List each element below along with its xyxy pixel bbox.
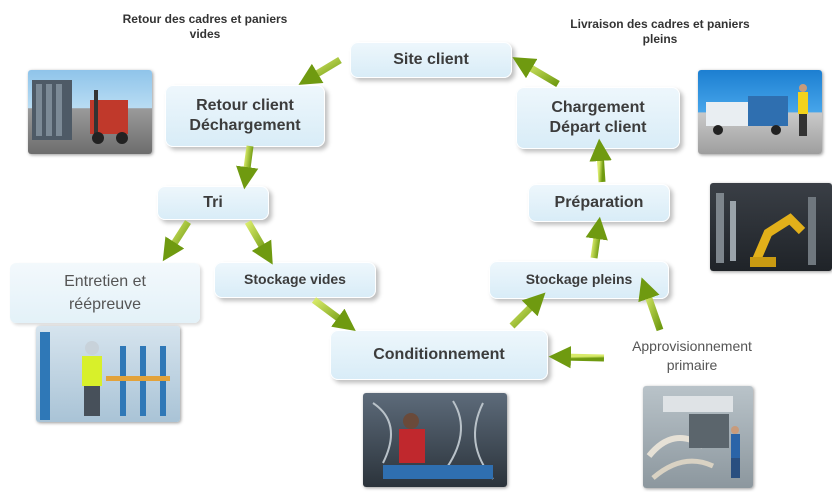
step-chargement: Chargement Départ client bbox=[516, 87, 680, 149]
step-tri-label: Tri bbox=[203, 194, 223, 211]
photo-delivery-trucks bbox=[698, 70, 822, 154]
step-chargement-label: Chargement Départ client bbox=[549, 99, 647, 136]
arrow-conditionnement-to-pleins bbox=[509, 292, 546, 329]
step-preparation-label: Préparation bbox=[554, 194, 644, 211]
photo-robot-arm bbox=[710, 183, 832, 271]
photo-forklift-unloading bbox=[28, 70, 152, 154]
step-conditionnement-label: Conditionnement bbox=[373, 346, 505, 363]
step-conditionnement: Conditionnement bbox=[330, 330, 548, 380]
caption-delivery-full: Livraison des cadres et paniers pleins bbox=[570, 17, 750, 46]
arrow-vides-to-conditionnement bbox=[311, 297, 356, 332]
step-tri: Tri bbox=[157, 186, 269, 220]
step-stockage-vides: Stockage vides bbox=[214, 262, 376, 298]
step-entretien: Entretien et réépreuve bbox=[10, 263, 200, 323]
step-retour-client: Retour client Déchargement bbox=[165, 85, 325, 147]
arrow-retour-to-tri bbox=[236, 145, 259, 190]
step-stockage-pleins-label: Stockage pleins bbox=[525, 271, 633, 288]
arrow-tri-to-entretien bbox=[162, 220, 191, 262]
step-site-client: Site client bbox=[350, 42, 512, 78]
arrow-approvisionnement-to-conditionnement bbox=[548, 346, 605, 369]
arrow-chargement-to-site bbox=[512, 57, 560, 88]
caption-return-empty: Retour des cadres et paniers vides bbox=[122, 12, 288, 41]
step-site-client-label: Site client bbox=[393, 51, 469, 68]
photo-maintenance-worker bbox=[36, 326, 180, 422]
step-stockage-pleins: Stockage pleins bbox=[489, 261, 669, 299]
step-entretien-label: Entretien et réépreuve bbox=[64, 273, 146, 313]
step-stockage-vides-label: Stockage vides bbox=[244, 271, 346, 288]
arrow-tri-to-stockage-vides bbox=[244, 220, 273, 265]
arrow-preparation-to-chargement bbox=[589, 138, 612, 183]
photo-conditioning-worker bbox=[363, 393, 507, 487]
step-retour-client-label: Retour client Déchargement bbox=[189, 97, 301, 134]
step-approvisionnement: Approvisionnement primaire bbox=[632, 338, 752, 373]
step-preparation: Préparation bbox=[528, 184, 670, 222]
arrow-pleins-to-preparation bbox=[585, 216, 608, 259]
photo-primary-supply bbox=[643, 386, 753, 488]
arrow-site-to-retour bbox=[298, 56, 342, 85]
